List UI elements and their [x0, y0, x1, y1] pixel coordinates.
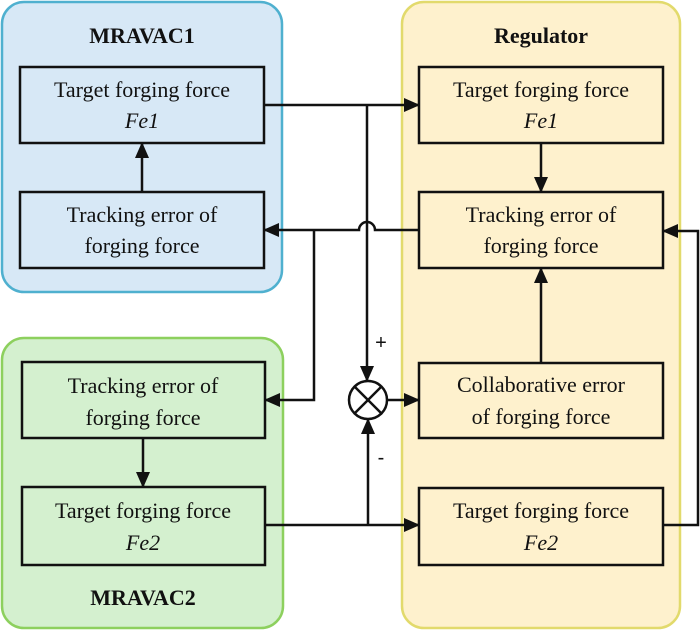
mravac2-tracking-error-block: Tracking error of forging force — [20, 360, 267, 440]
block-label: forging force — [84, 233, 199, 258]
block-label: Target forging force — [453, 77, 629, 102]
mravac2-title: MRAVAC2 — [90, 585, 196, 610]
regulator-tracking-error-block: Tracking error of forging force — [417, 190, 665, 270]
block-symbol: Fe2 — [523, 530, 558, 555]
regulator-title: Regulator — [494, 23, 588, 48]
arrow-regulator-tracking-to-mravac1-tracking — [263, 220, 419, 237]
mravac1-tracking-error-block: Tracking error of forging force — [18, 190, 266, 270]
block-label: Target forging force — [55, 498, 231, 523]
block-symbol: Fe2 — [125, 530, 160, 555]
mravac1-title: MRAVAC1 — [89, 23, 195, 48]
block-label: forging force — [483, 233, 598, 258]
mravac1-target-force-block: Target forging force Fe1 — [18, 65, 266, 145]
block-label: Tracking error of — [67, 202, 218, 227]
arrow-regulator-tracking-to-mravac2-tracking — [264, 230, 316, 407]
arrow-fe2-feedback-to-tracking — [662, 224, 700, 527]
regulator-target-fe1-block: Target forging force Fe1 — [417, 65, 665, 145]
block-symbol: Fe1 — [124, 108, 159, 133]
summing-junction-icon — [347, 379, 389, 421]
block-label: Target forging force — [453, 498, 629, 523]
regulator-collaborative-error-block: Collaborative error of forging force — [417, 361, 665, 440]
mravac2-target-force-block: Target forging force Fe2 — [20, 485, 267, 567]
block-label: Target forging force — [54, 77, 230, 102]
regulator-target-fe2-block: Target forging force Fe2 — [417, 486, 665, 567]
block-symbol: Fe1 — [523, 108, 558, 133]
minus-sign-label: - — [378, 447, 385, 469]
plus-sign-label: + — [375, 332, 387, 354]
block-label: forging force — [85, 405, 200, 430]
block-label: Collaborative error — [457, 372, 626, 397]
block-label: Tracking error of — [68, 373, 219, 398]
block-label: of forging force — [472, 404, 611, 429]
block-label: Tracking error of — [466, 202, 617, 227]
